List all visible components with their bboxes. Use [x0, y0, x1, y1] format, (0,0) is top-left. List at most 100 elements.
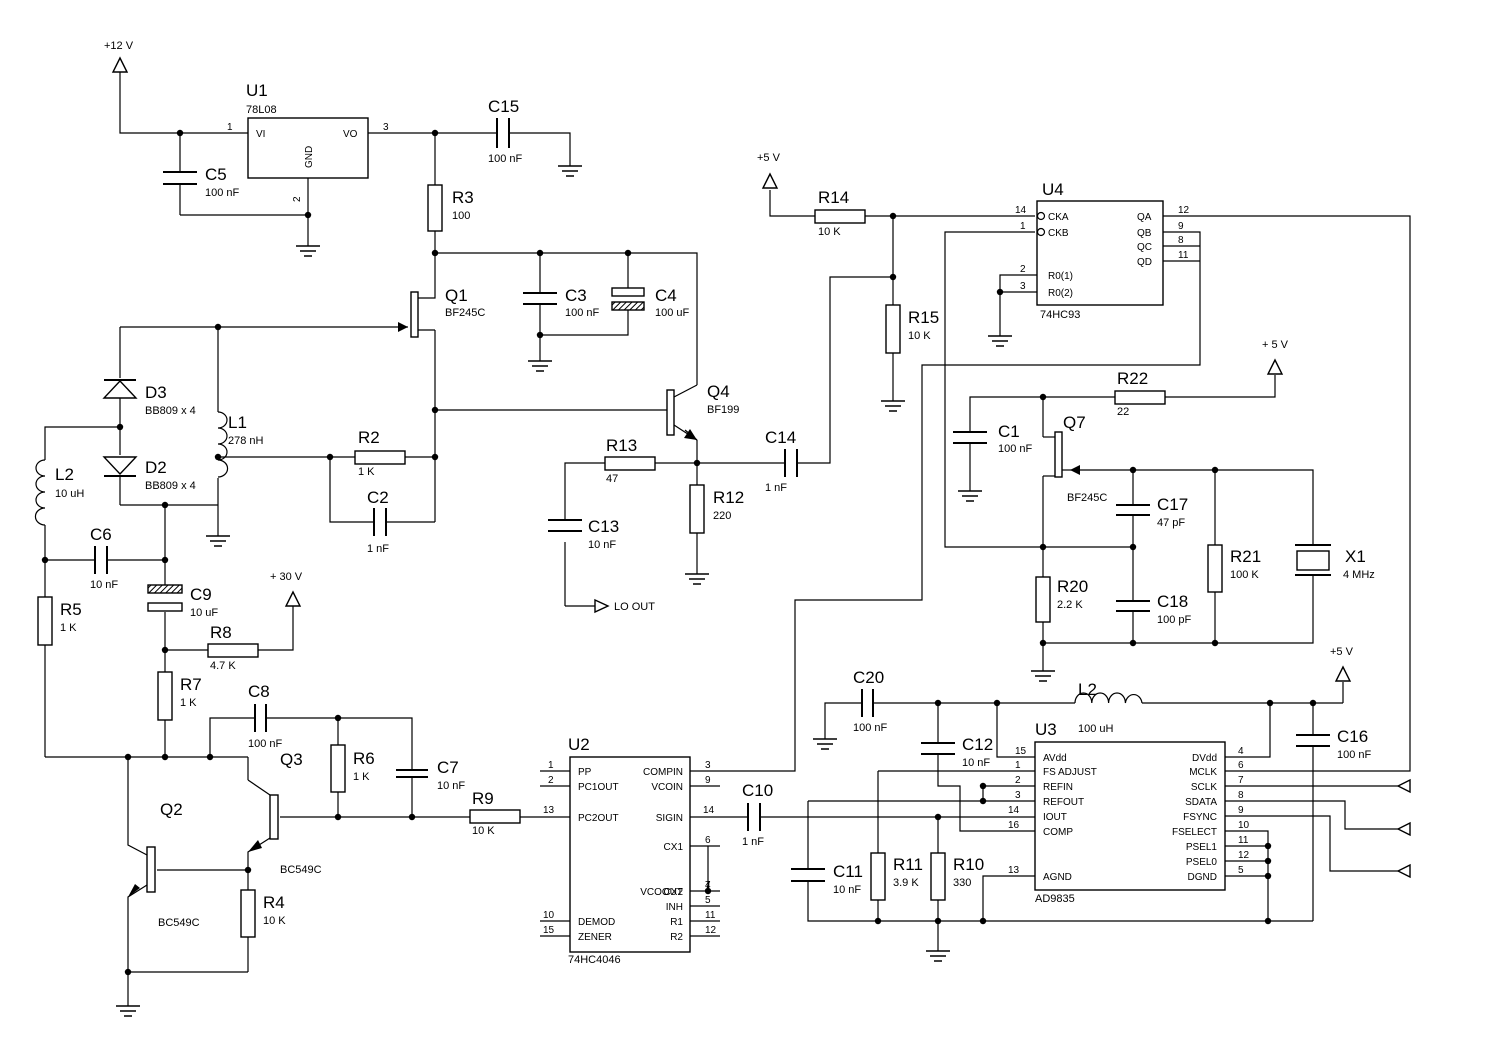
- u2-pll: U2 74HC4046 PP PC1OUT PC2OUT DEMOD ZENER…: [543, 735, 717, 966]
- u4-pin-qc: QC: [1137, 242, 1152, 253]
- d2-value: BB809 x 4: [145, 480, 196, 492]
- r5-ref: R5: [60, 600, 82, 619]
- ground-icon: [295, 239, 321, 257]
- r9-ref: R9: [472, 789, 494, 808]
- u3-pin-name: DGND: [1188, 872, 1217, 883]
- u2-pin-name: SIGIN: [656, 813, 683, 824]
- r10-ref: R10: [953, 855, 984, 874]
- c14-ref: C14: [765, 428, 796, 447]
- u1-ref: U1: [246, 81, 268, 100]
- r3-ref: R3: [452, 188, 474, 207]
- u2-pin-name: VCOOUT: [640, 887, 683, 898]
- l2b-value: 100 uH: [1078, 723, 1114, 735]
- l2b-ref: L2: [1078, 680, 1097, 699]
- u1-pin-num: 3: [383, 122, 389, 133]
- varactor-diodes: [102, 379, 138, 477]
- u3-pin-name: DVdd: [1192, 753, 1217, 764]
- d2-ref: D2: [145, 458, 167, 477]
- input-arrow-icon: [1396, 821, 1411, 837]
- q1-value: BF245C: [445, 307, 485, 319]
- u3-pin-num: 12: [1238, 850, 1250, 861]
- r11-value: 3.9 K: [893, 877, 919, 889]
- u4-pin-qd: QD: [1137, 257, 1152, 268]
- rail-30v-label: + 30 V: [270, 571, 303, 583]
- supply-arrow-icon: [285, 591, 301, 607]
- c11-ref: C11: [833, 862, 863, 881]
- c12-ref: C12: [962, 735, 993, 754]
- u2-pin-num: 6: [705, 835, 711, 846]
- u3-pin-name: REFOUT: [1043, 797, 1084, 808]
- u2-pin-num: 4: [705, 880, 711, 891]
- u4-pin-r02: R0(2): [1048, 288, 1073, 299]
- l2-value: 10 uH: [55, 488, 84, 500]
- u3-pin-num: 4: [1238, 746, 1244, 757]
- u1-pin-gnd: GND: [304, 146, 315, 168]
- ground-icon: [557, 159, 583, 177]
- c8-ref: C8: [248, 682, 270, 701]
- c17-ref: C17: [1157, 495, 1188, 514]
- c7-ref: C7: [437, 758, 459, 777]
- u3-ref: U3: [1035, 720, 1057, 739]
- u3-pin-name: FSYNC: [1183, 812, 1217, 823]
- c10-ref: C10: [742, 781, 773, 800]
- u3-pin-name: SCLK: [1191, 782, 1217, 793]
- wires: [44, 70, 1411, 1000]
- u2-pin-num: 9: [705, 775, 711, 786]
- c7-value: 10 nF: [437, 780, 465, 792]
- u1-value: 78L08: [246, 104, 277, 116]
- u3-pin-num: 5: [1238, 865, 1244, 876]
- r12-value: 220: [713, 510, 731, 522]
- u3-pin-name: PSEL0: [1186, 857, 1218, 868]
- q3-ref: Q3: [280, 750, 303, 769]
- u3-pin-num: 2: [1015, 775, 1021, 786]
- u4-pin-num: 8: [1178, 235, 1184, 246]
- u1-pin-num: 1: [227, 122, 233, 133]
- c13-value: 10 nF: [588, 539, 616, 551]
- output-arrow-icon: [594, 598, 610, 614]
- q7-value: BF245C: [1067, 492, 1107, 504]
- supply-arrow-icon: [1267, 359, 1283, 375]
- r4-ref: R4: [263, 893, 285, 912]
- u2-pin-name: PC1OUT: [578, 782, 619, 793]
- c12-value: 10 nF: [962, 757, 990, 769]
- r20-ref: R20: [1057, 577, 1088, 596]
- c9-value: 10 uF: [190, 607, 218, 619]
- l1-value: 278 nH: [228, 435, 264, 447]
- u3-pin-num: 9: [1238, 805, 1244, 816]
- u4-pin-num: 3: [1020, 281, 1026, 292]
- rail-5v-label: +5 V: [757, 152, 781, 164]
- u2-pin-num: 14: [703, 805, 715, 816]
- r15-value: 10 K: [908, 330, 931, 342]
- c16-value: 100 nF: [1337, 749, 1372, 761]
- x1-value: 4 MHz: [1343, 569, 1375, 581]
- ground-icon: [527, 354, 553, 372]
- c6-value: 10 nF: [90, 579, 118, 591]
- c8-value: 100 nF: [248, 738, 283, 750]
- c11-value: 10 nF: [833, 884, 861, 896]
- u3-pin-name: COMP: [1043, 827, 1073, 838]
- d3-value: BB809 x 4: [145, 405, 196, 417]
- u2-pin-name: CX1: [664, 842, 684, 853]
- u2-pin-name: R2: [670, 932, 683, 943]
- u3-pin-name: FS ADJUST: [1043, 767, 1097, 778]
- u3-pin-num: 1: [1015, 760, 1021, 771]
- lo-out-label: LO OUT: [614, 601, 655, 613]
- u4-pin-r01: R0(1): [1048, 271, 1073, 282]
- c20-ref: C20: [853, 668, 884, 687]
- u4-value: 74HC93: [1040, 309, 1080, 321]
- u2-pin-num: 7: [705, 880, 711, 891]
- u4-counter: U4 74HC93 CKA CKB R0(1) R0(2) QA QB QC Q…: [1015, 180, 1190, 321]
- c15-ref: C15: [488, 97, 519, 116]
- c16-ref: C16: [1337, 727, 1368, 746]
- r13-ref: R13: [606, 436, 637, 455]
- inductors: [34, 411, 1143, 704]
- u2-pin-name: CX2: [664, 887, 684, 898]
- rail-5v-label: + 5 V: [1262, 339, 1289, 351]
- c10-value: 1 nF: [742, 836, 764, 848]
- u3-pin-name: AGND: [1043, 872, 1072, 883]
- ground-icon: [684, 567, 710, 585]
- c2-value: 1 nF: [367, 543, 389, 555]
- u4-pin-ckb: CKB: [1048, 228, 1069, 239]
- u2-pin-name: PC2OUT: [578, 813, 619, 824]
- u3-pin-num: 15: [1015, 746, 1027, 757]
